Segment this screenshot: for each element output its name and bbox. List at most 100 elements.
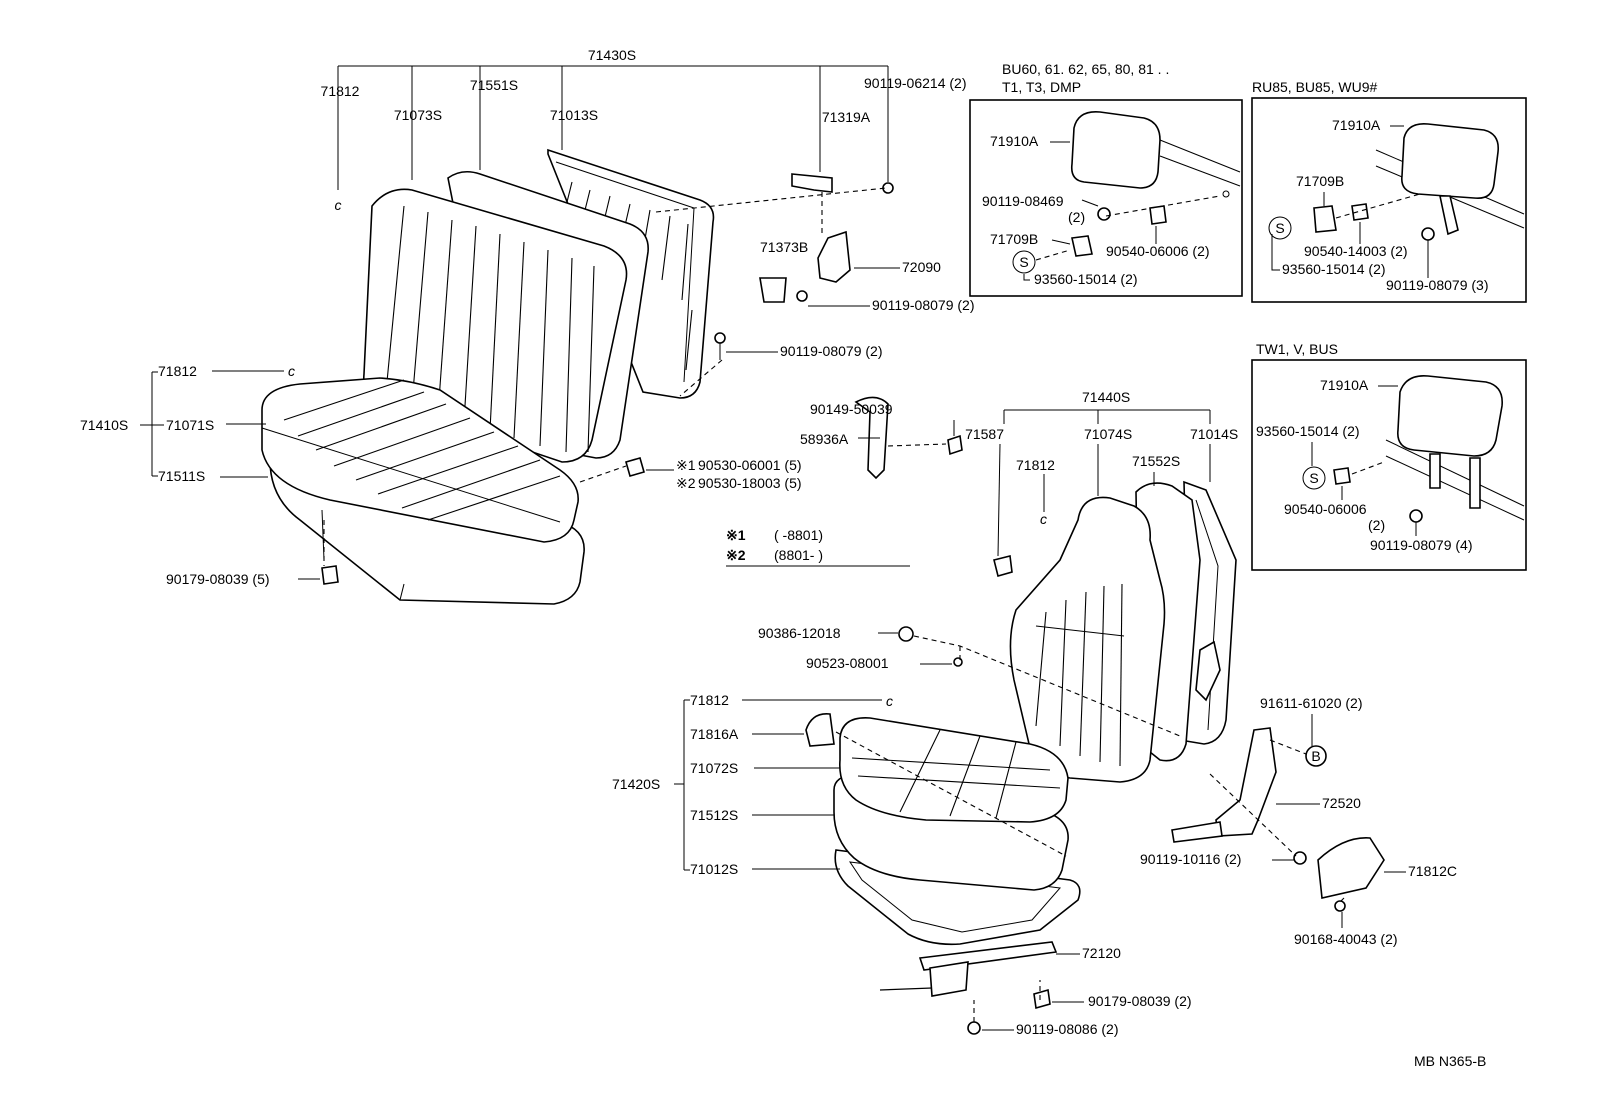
label-90530-06001: 90530-06001 (5) [698,457,802,473]
side-cover-71816A [805,713,835,747]
mark-2: ※2 [676,475,696,491]
bench-back-hardware [321,173,894,585]
inset1-label-90540-06006: 90540-06006 (2) [1106,243,1210,259]
bench-callouts: 71430S 71812 c 71073S 71551S 71013S 7131… [80,47,974,587]
clip-71812-r: c [1040,511,1047,527]
bench-cushion-cover [261,377,579,543]
bench-seat-assembly [261,148,715,605]
inset2-headrest [1401,122,1500,200]
seat-track-bracket [929,961,969,997]
inset3-stay-right [1469,457,1481,509]
label-90119-08079-a: 90119-08079 (2) [872,297,974,313]
inset3-label-90540-06006: 90540-06006 [1284,501,1367,517]
label-71319A: 71319A [822,109,871,125]
label-90149-50039-txt: 90149-50039 [810,401,893,417]
inset3-stay-left [1429,453,1441,489]
clip-90149-50039 [947,434,963,456]
inset2-label-90540-14003: 90540-14003 (2) [1304,243,1408,259]
bench-dashed-lines [323,187,887,566]
inset3-s-letter: S [1309,470,1318,486]
circle-b-letter: B [1311,748,1320,764]
bolt-90119-08086 [967,1021,981,1035]
inset3-s-circle [1302,466,1326,490]
nut-90179-08039-a [321,565,339,585]
inset1-title-2: T1, T3, DMP [1002,79,1081,95]
circle-b-marker [1305,745,1327,767]
inset2-bolt [1421,227,1435,241]
inset2-stay [1439,195,1459,236]
label-91611-61020: 91611-61020 (2) [1260,695,1362,711]
note-mark-1: ※1 [726,527,746,543]
note-block: ※1 ( -8801) ※2 (8801- ) [726,527,910,567]
bolt-90523-08001 [953,657,963,667]
inset2-frame [1251,97,1527,303]
bucket-back-cover [1009,496,1166,783]
inset2-label-71910A: 71910A [1332,117,1381,133]
label-71014S: 71014S [1190,426,1238,442]
label-90119-08079-b: 90119-08079 (2) [780,343,882,359]
inset2-71709B [1313,205,1337,233]
label-72520: 72520 [1322,795,1361,811]
label-90119-08086: 90119-08086 (2) [1016,1021,1118,1037]
inset1-71709B [1071,235,1093,257]
label-71012S: 71012S [690,861,738,877]
inset2-s-letter: S [1275,220,1284,236]
inset1-bushing [1149,205,1167,225]
label-71072S: 71072S [690,760,738,776]
note-range-1: ( -8801) [774,527,823,543]
inset-ru85: RU85, BU85, WU9# S 71910A 71709B 90540-1… [1251,79,1527,303]
inset1-bolt [1097,207,1111,221]
inset1-label-90119-08469: 90119-08469 [982,193,1064,209]
inset3-label-90119-08079: 90119-08079 (4) [1370,537,1472,553]
label-71551S: 71551S [470,77,518,93]
label-71373B: 71373B [760,239,808,255]
inset1-label-90119-08469-qty: (2) [1068,209,1085,225]
bucket-dashed-lines [835,443,1345,1022]
inset1-headrest [1070,111,1161,189]
label-71812-r: 71812 [1016,457,1055,473]
inset1-title-1: BU60, 61. 62, 65, 80, 81 . . [1002,61,1169,77]
inset3-label-90540-06006-qty: (2) [1368,517,1385,533]
inset1-s-circle [1012,250,1036,274]
label-90179-08039-b: 90179-08039 (2) [1088,993,1192,1009]
bucket-seat-assembly: B [805,396,1385,1035]
drawing-code: MB N365-B [1414,1053,1486,1069]
inset1-label-93560-15014: 93560-15014 (2) [1034,271,1138,287]
bucket-callouts: 71440S 71587 71074S 71014S 71812 c 71552… [612,389,1457,1037]
inset3-label-93560-15014: 93560-15014 (2) [1256,423,1360,439]
label-71420S: 71420S [612,776,660,792]
label-72120: 72120 [1082,945,1121,961]
inset3-bolt [1409,509,1423,523]
label-71073S: 71073S [394,107,442,123]
label-71013S: 71013S [550,107,598,123]
cover-71812C [1317,837,1385,899]
inset2-label-71709B: 71709B [1296,173,1344,189]
inset3-headrest [1397,375,1503,457]
inset1-label-71709B: 71709B [990,231,1038,247]
label-90179-08039-a: 90179-08039 (5) [166,571,270,587]
label-71552S: 71552S [1132,453,1180,469]
bucket-cushion-cover [839,717,1069,823]
recliner-hinge [1195,640,1221,702]
seat-track-72120 [918,941,1058,971]
label-90119-10116: 90119-10116 (2) [1140,851,1241,867]
inset3-frame [1251,359,1527,571]
hinge-72520 [1215,727,1277,837]
inset1-label-71910A: 71910A [990,133,1039,149]
inset3-label-71910A: 71910A [1320,377,1369,393]
label-58936A: 58936A [800,431,849,447]
label-71812-top: 71812 [321,83,360,99]
guide-71587 [993,555,1013,577]
label-90119-06214: 90119-06214 (2) [864,75,966,91]
inset1-s-letter: S [1019,254,1028,270]
inset2-title: RU85, BU85, WU9# [1252,79,1377,95]
label-71816A: 71816A [690,726,739,742]
inset2-bushing [1351,203,1369,221]
label-71812C: 71812C [1408,863,1457,879]
inset-tw1: TW1, V, BUS S 71910A 93560-15014 (2) 905… [1251,341,1527,571]
clip-71812-top: c [335,197,342,213]
inset2-s-circle [1268,216,1292,240]
label-71440S: 71440S [1082,389,1130,405]
inset3-bushing [1333,467,1351,485]
